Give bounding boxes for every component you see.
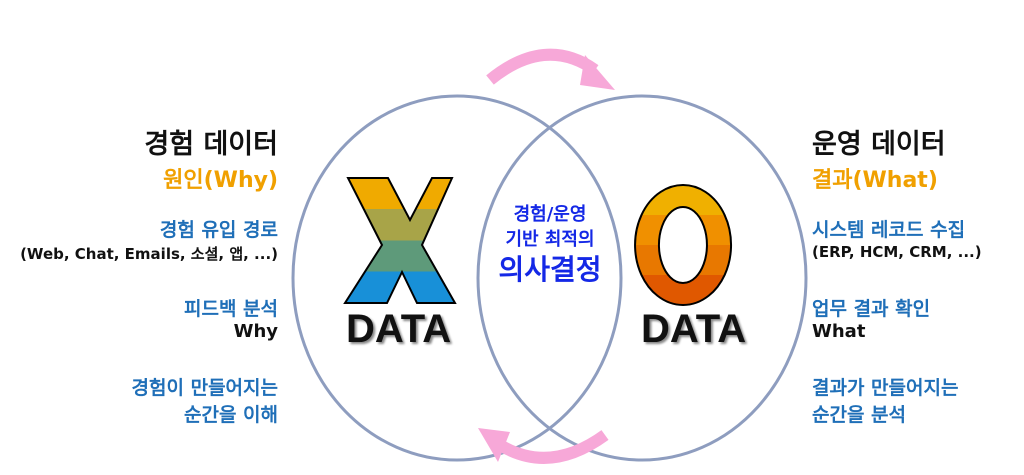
right-item1-sub: (ERP, HCM, CRM, ...) bbox=[812, 243, 982, 261]
left-item1: 경험 유입 경로 bbox=[159, 219, 278, 241]
experience-circle bbox=[291, 94, 623, 462]
right-item2-sub: What bbox=[812, 321, 866, 342]
right-item2: 업무 결과 확인 bbox=[812, 298, 931, 320]
center-line3: 의사결정 bbox=[498, 253, 602, 286]
right-item1: 시스템 레코드 수집 bbox=[812, 219, 966, 241]
cycle-arrow-bottom-icon bbox=[478, 428, 609, 464]
left-subtitle: 원인(Why) bbox=[163, 168, 278, 193]
x-data-label: DATA bbox=[346, 307, 452, 351]
o-letter-icon bbox=[634, 184, 733, 306]
left-item1-sub: (Web, Chat, Emails, 소셜, 앱, ...) bbox=[20, 245, 278, 263]
right-title: 운영 데이터 bbox=[812, 129, 946, 160]
x-letter-icon bbox=[343, 177, 457, 304]
operation-circle bbox=[476, 94, 808, 462]
right-subtitle: 결과(What) bbox=[812, 168, 938, 193]
right-item3-line1: 결과가 만들어지는 bbox=[812, 377, 959, 399]
right-item3-line2: 순간을 분석 bbox=[812, 404, 907, 426]
cycle-arrow-top-icon bbox=[486, 48, 615, 90]
left-item2: 피드백 분석 bbox=[183, 298, 278, 320]
left-item2-sub: Why bbox=[233, 321, 278, 342]
left-item3-line2: 순간을 이해 bbox=[183, 404, 278, 426]
left-item3-line1: 경험이 만들어지는 bbox=[131, 377, 278, 399]
left-title: 경험 데이터 bbox=[144, 129, 278, 160]
o-data-label: DATA bbox=[641, 307, 747, 351]
center-line2: 기반 최적의 bbox=[505, 229, 595, 250]
center-line1: 경험/운영 bbox=[513, 204, 587, 225]
